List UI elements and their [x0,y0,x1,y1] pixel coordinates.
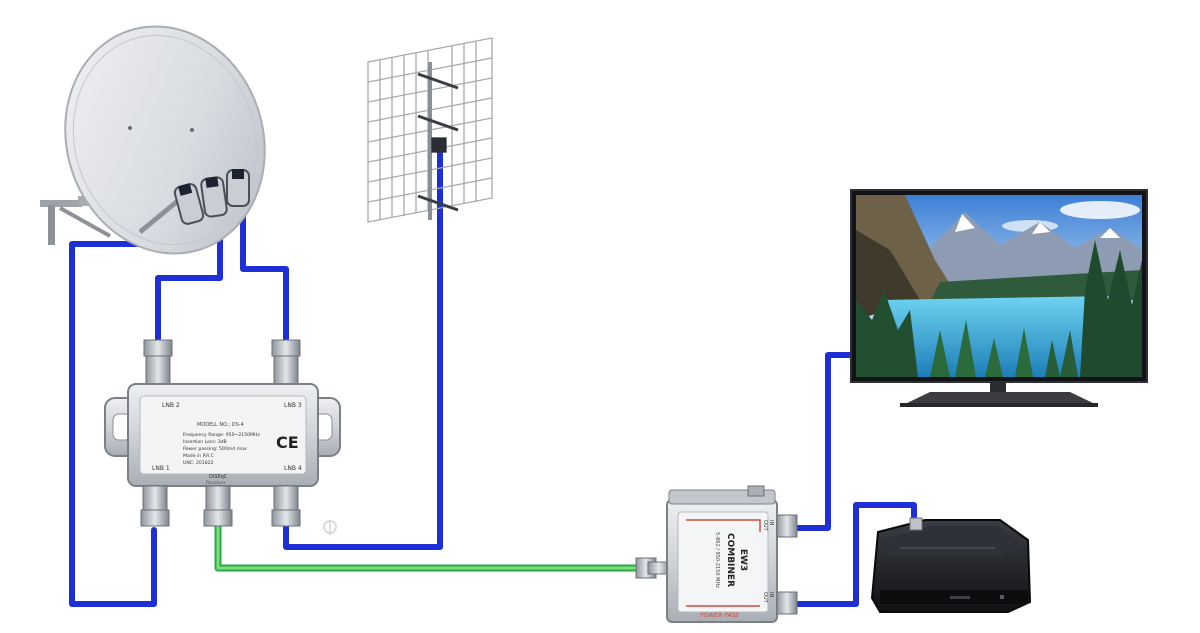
lnb-heads [173,169,250,225]
connector-lnb4 [271,485,301,527]
set-top-box-icon [870,517,1032,613]
cable-lnb2 [155,222,223,353]
switch-model: MODELL NO.: DS-4 [197,422,244,428]
spec-line-5: UNC: 201822 [183,460,214,466]
combiner-in-bottom: IN [768,592,774,597]
tv-antenna-icon [367,37,493,223]
cables [69,149,917,607]
label-lnb3: LNB 3 [284,402,302,409]
logo-mark [323,520,337,535]
combiner-model: EW3 [738,549,748,571]
tv-screen-landscape [856,195,1142,377]
combiner-out-bottom: OUT [762,592,768,604]
cable-switch-out-highlight [216,523,642,570]
label-out-sub: Receiver [206,480,226,486]
television-icon [850,189,1148,407]
combiner-band: 5-862 / 950-2150 MHz [714,532,720,588]
cable-to-receiver [792,502,917,607]
label-lnb1: LNB 1 [152,465,170,472]
cable-antenna [283,149,443,550]
connector-lnb2 [143,339,173,387]
label-lnb4: LNB 4 [284,465,302,472]
spec-line-3: Power passing: 500mA max [183,446,247,452]
cable-to-tv [787,352,858,531]
spec-line-1: Frequency Range: 950~2150MHz [183,432,260,438]
combiner-in-top: IN [768,520,774,525]
combiner-device: COMBINER EW3 5-862 / 950-2150 MHz IN OUT… [635,485,798,623]
ce-mark: CE [276,433,299,452]
cable-lnb3 [240,202,289,353]
combiner-name: COMBINER [725,533,735,587]
spec-line-4: Made in P.R.C [183,453,214,459]
spec-line-2: Insertion Loss: 3dB [183,439,227,445]
connector-lnb3 [271,339,301,387]
label-lnb2: LNB 2 [162,402,180,409]
combiner-power-pass: POWER PASS [700,612,739,619]
connector-out [203,485,233,527]
label-out: DiSEqC [209,474,228,480]
connector-lnb1 [140,485,170,527]
diseqc-switch: LNB 2 LNB 3 LNB 1 LNB 4 DiSEqC Receiver … [104,339,341,527]
satellite-dish-icon [40,25,266,255]
combiner-out-top: OUT [762,520,768,532]
